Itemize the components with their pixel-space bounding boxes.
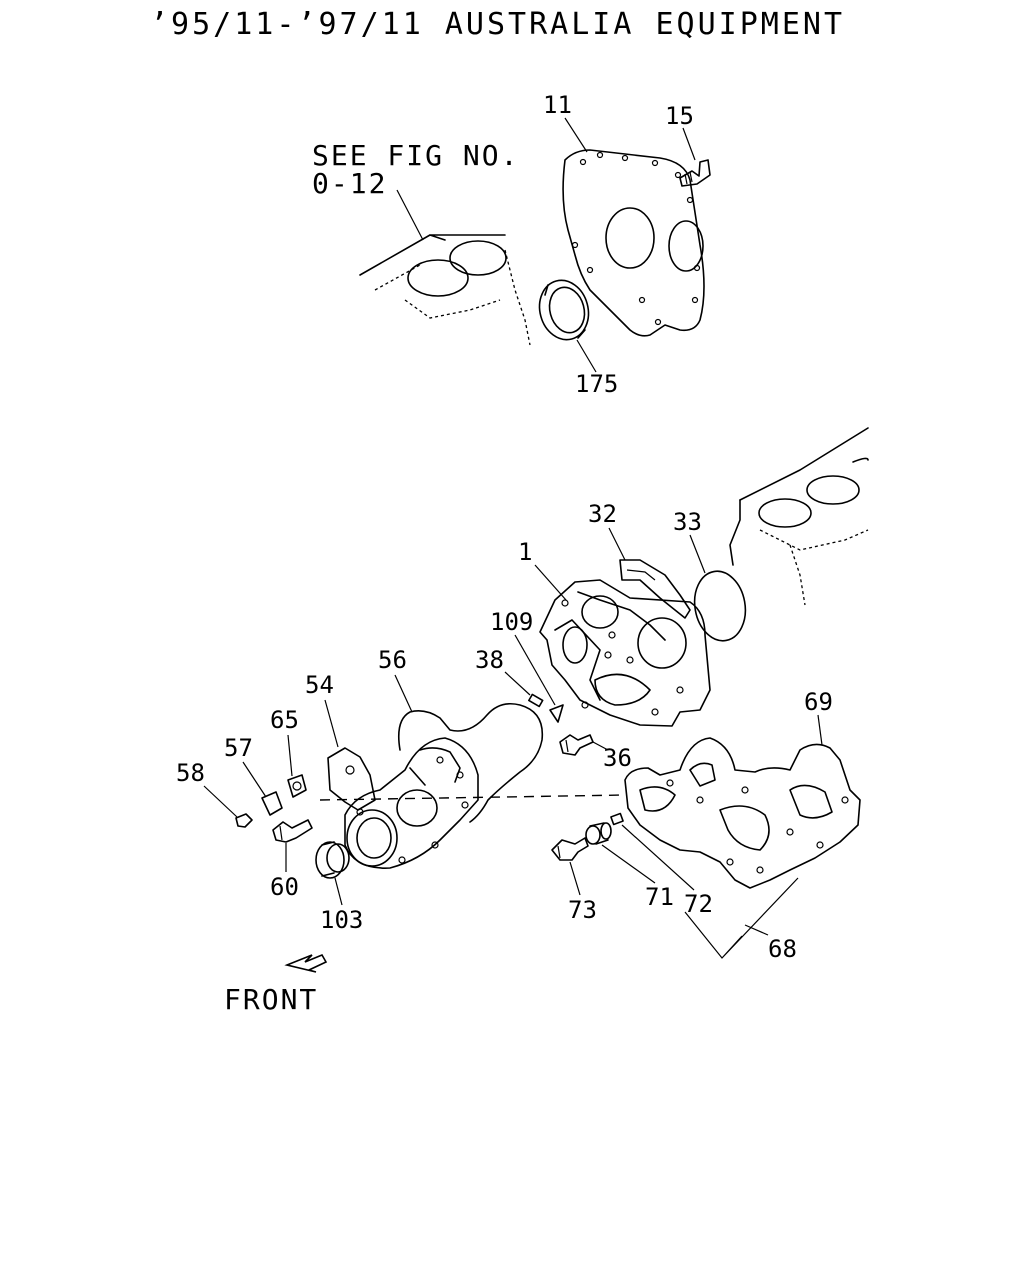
callout-57: 57	[224, 734, 253, 762]
part-65-gasket	[287, 774, 307, 798]
leader-54	[324, 699, 339, 748]
callout-36: 36	[603, 744, 632, 772]
leader-68-bracket	[684, 877, 799, 959]
leader-15	[682, 127, 696, 161]
leader-see-fig	[396, 189, 424, 241]
part-36-bolt	[559, 734, 594, 756]
leader-69	[817, 714, 823, 746]
diagram-title: ’95/11-’97/11 AUSTRALIA EQUIPMENT	[150, 7, 845, 42]
front-label: FRONT	[224, 983, 318, 1016]
callout-73: 73	[568, 896, 597, 924]
see-fig-note-line2: 0-12	[312, 167, 387, 200]
callout-32: 32	[588, 500, 617, 528]
engine-block-reference-upper	[359, 234, 531, 346]
callout-65: 65	[270, 706, 299, 734]
leader-57	[242, 761, 267, 798]
callout-69: 69	[804, 688, 833, 716]
part-33-o-ring	[693, 570, 747, 642]
callout-68: 68	[768, 935, 797, 963]
front-direction-arrow	[284, 953, 328, 973]
part-71-bushing	[585, 822, 612, 845]
part-54-pump-body	[327, 747, 376, 811]
callout-11: 11	[543, 91, 572, 119]
callout-1: 1	[518, 538, 532, 566]
leader-58	[203, 785, 238, 818]
part-58-screw	[235, 813, 253, 828]
callout-38: 38	[475, 646, 504, 674]
engine-block-reference-lower	[729, 427, 869, 606]
leader-72	[621, 824, 695, 891]
leader-109	[514, 634, 556, 706]
part-56-gasket	[397, 702, 544, 823]
leader-73	[569, 861, 581, 896]
leader-175	[576, 339, 597, 373]
leader-68	[744, 924, 769, 936]
callout-60: 60	[270, 873, 299, 901]
leader-33	[689, 534, 706, 574]
callout-103: 103	[320, 906, 363, 934]
callout-58: 58	[176, 759, 205, 787]
part-73-bolt	[551, 837, 589, 861]
part-69-timing-cover	[624, 737, 861, 889]
part-175-oil-seal	[538, 279, 590, 341]
callout-71: 71	[645, 883, 674, 911]
part-32-gasket	[619, 559, 691, 619]
callout-175: 175	[575, 370, 618, 398]
part-11-rear-plate	[562, 149, 705, 337]
callout-15: 15	[665, 102, 694, 130]
assembly-center-line	[319, 794, 626, 801]
leader-56	[394, 674, 413, 713]
part-72-pin	[610, 812, 624, 826]
leader-71	[601, 844, 656, 884]
part-57-plate	[261, 791, 283, 816]
part-60-bolt	[272, 819, 313, 843]
leader-11	[564, 117, 588, 153]
part-109-dowel	[549, 704, 564, 723]
see-fig-note-line1: SEE FIG NO.	[312, 139, 519, 172]
leader-36	[592, 741, 609, 751]
part-15-bolt	[679, 159, 711, 187]
part-1-timing-case	[539, 579, 711, 727]
callout-54: 54	[305, 671, 334, 699]
callout-72: 72	[684, 890, 713, 918]
leader-65	[287, 734, 293, 777]
leader-1	[534, 564, 567, 601]
front-cover-assembly	[344, 737, 479, 869]
callout-33: 33	[673, 508, 702, 536]
part-38-pin	[528, 693, 544, 708]
leader-103	[334, 877, 343, 906]
callout-109: 109	[490, 608, 533, 636]
leader-38	[504, 671, 531, 696]
leader-32	[608, 527, 626, 561]
part-103-seal	[315, 841, 350, 879]
callout-56: 56	[378, 646, 407, 674]
